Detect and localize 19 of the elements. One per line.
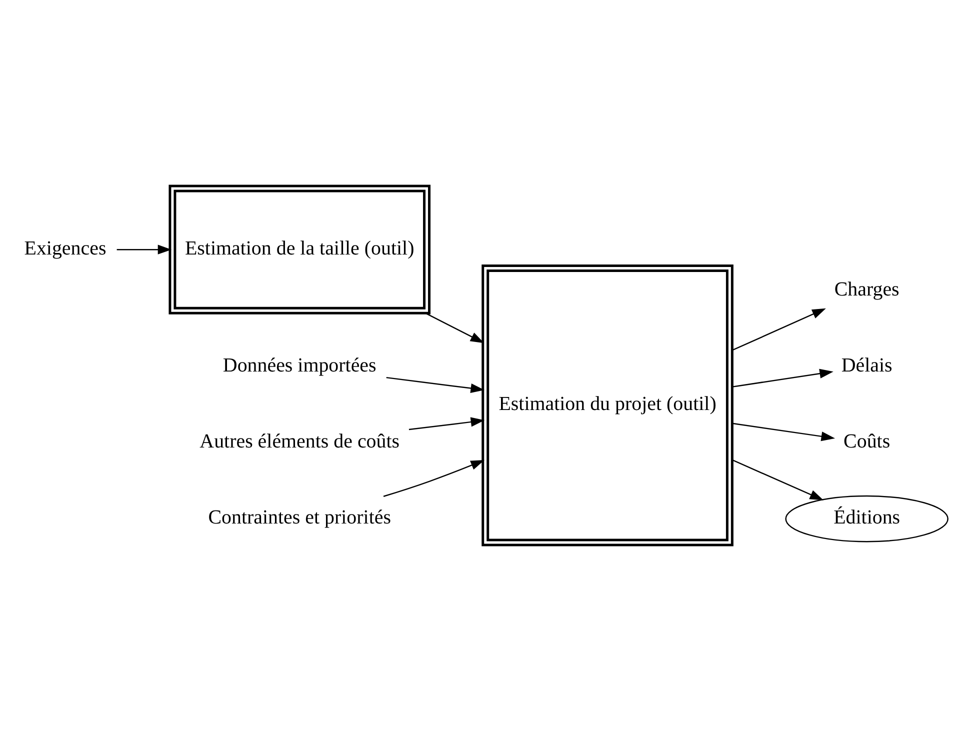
- node-text: Délais: [841, 354, 892, 376]
- arrow: [383, 460, 485, 497]
- node-box: Estimation de la taille (outil): [168, 184, 431, 314]
- arrow: [732, 308, 826, 351]
- node-box: Estimation du projet (outil): [482, 264, 734, 546]
- arrow: [386, 376, 484, 394]
- node-text: Données importées: [222, 354, 376, 376]
- arrow: [732, 422, 836, 442]
- node-text: Exigences: [24, 237, 106, 260]
- node-text: Charges: [834, 278, 900, 300]
- node-text: Coûts: [844, 430, 890, 453]
- arrow: [425, 312, 484, 344]
- node-text: Contraintes et priorités: [208, 506, 391, 529]
- node-ellipse: Éditions: [785, 495, 948, 542]
- arrow: [732, 368, 834, 388]
- arrow: [408, 417, 485, 430]
- arrow: [116, 244, 172, 254]
- arrow: [732, 459, 824, 500]
- node-text: Autres éléments de coûts: [200, 430, 400, 453]
